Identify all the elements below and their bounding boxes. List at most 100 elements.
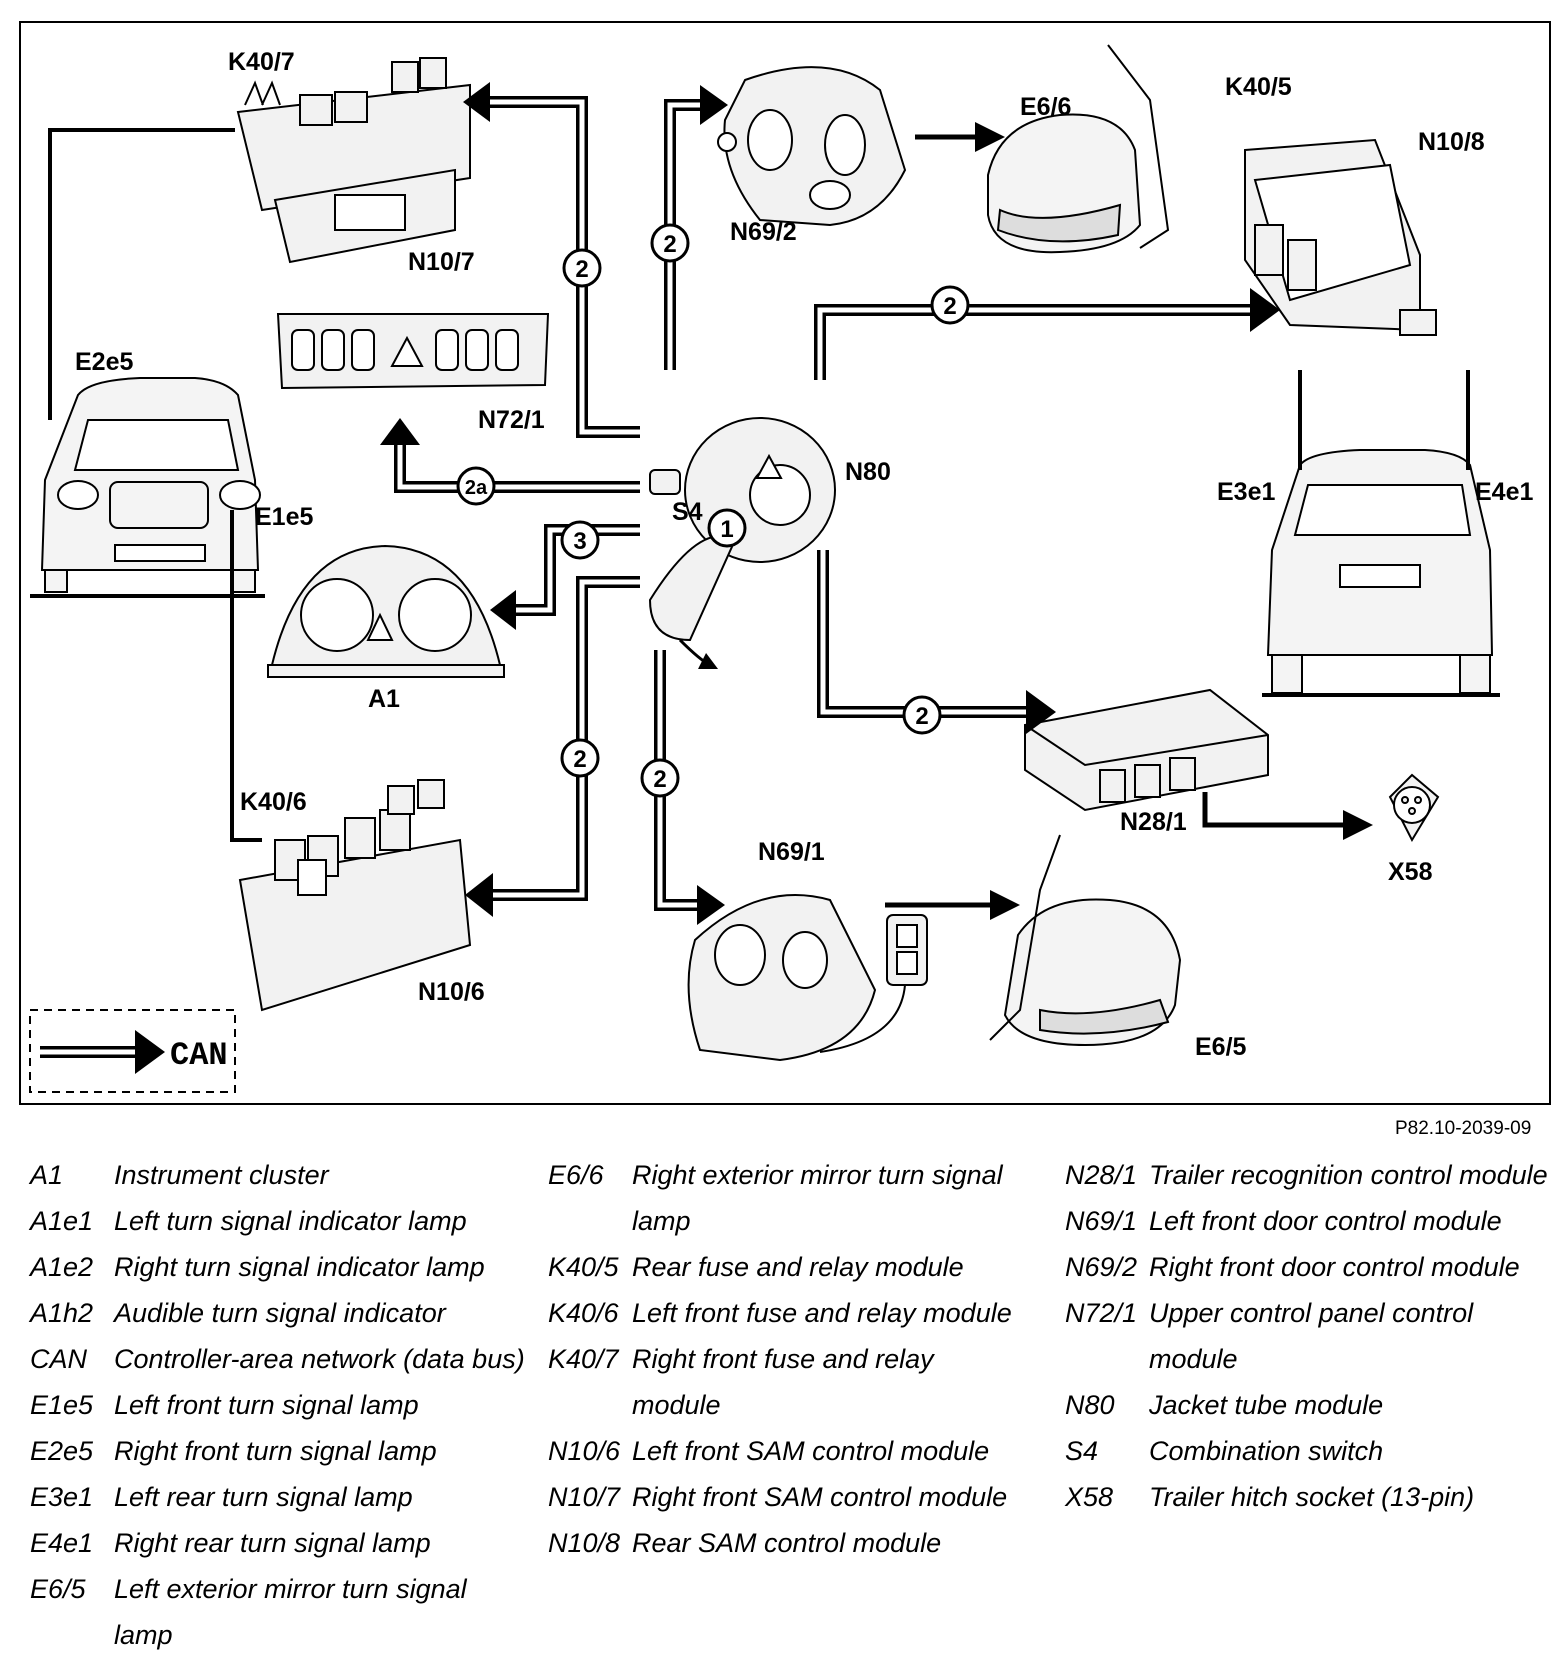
legend-code: N10/7 [548, 1482, 621, 1512]
label-a1: A1 [368, 685, 400, 713]
figure-reference: P82.10-2039-09 [1395, 1118, 1532, 1139]
label-e3e1: E3e1 [1217, 478, 1275, 506]
legend-code: E4e1 [30, 1528, 94, 1558]
label-k40-7: K40/7 [228, 48, 295, 76]
legend-description: Right front SAM control module [632, 1482, 1008, 1512]
label-n72-1: N72/1 [478, 406, 545, 434]
legend-row: E2e5 Right front turn signal lamp [30, 1428, 530, 1474]
legend-code: E1e5 [30, 1390, 94, 1420]
legend-code: N72/1 [1065, 1298, 1138, 1328]
wire-lines [48, 128, 1470, 842]
marker-group: 2 2 2 2a 3 1 2 2 2 [456, 223, 970, 798]
legend-column-2: E6/6 Right exterior mirror turn signal la… [548, 1152, 1018, 1566]
legend-row: N80 Jacket tube module [1065, 1382, 1555, 1428]
label-e6-6: E6/6 [1020, 93, 1071, 121]
legend-description: Left front turn signal lamp [114, 1390, 419, 1420]
legend-description: Right rear turn signal lamp [114, 1528, 431, 1558]
legend-code: K40/5 [548, 1252, 619, 1282]
legend-code: S4 [1065, 1436, 1099, 1466]
marker-3: 3 [573, 528, 586, 555]
can-legend-label: CAN [170, 1037, 228, 1074]
legend-code: K40/6 [548, 1298, 619, 1328]
legend-description: Right front fuse and relay module [632, 1344, 934, 1420]
legend-description: Right front turn signal lamp [114, 1436, 437, 1466]
legend-code: E6/6 [548, 1160, 604, 1190]
wiring-diagram: 2 2 2 2a 3 1 2 2 2 K40/7 N10/7 N72/1 E2e… [19, 21, 1551, 1105]
front-car-drawing [30, 377, 265, 598]
legend-code: N28/1 [1065, 1160, 1138, 1190]
legend-code: A1e1 [30, 1206, 94, 1236]
legend-description: Audible turn signal indicator [114, 1298, 446, 1328]
upper-control-panel-drawing [276, 313, 550, 390]
label-e2e5: E2e5 [75, 348, 133, 376]
legend-row: E3e1 Left rear turn signal lamp [30, 1474, 530, 1520]
legend-row: N10/6 Left front SAM control module [548, 1428, 1018, 1474]
rear-sam-module-drawing [1244, 138, 1437, 336]
left-door-module-drawing [687, 894, 928, 1062]
marker-2: 2 [663, 231, 676, 258]
legend-description: Trailer hitch socket (13-pin) [1149, 1482, 1475, 1512]
legend-code: E3e1 [30, 1482, 94, 1512]
legend-description: Upper control panel control module [1149, 1298, 1474, 1374]
label-e4e1: E4e1 [1475, 478, 1533, 506]
label-k40-6: K40/6 [240, 788, 307, 816]
can-arrowheads [380, 82, 1280, 925]
marker-1: 1 [720, 516, 733, 543]
marker-2: 2 [575, 256, 588, 283]
marker-2: 2 [573, 746, 586, 773]
legend-code: N69/1 [1065, 1206, 1138, 1236]
label-n69-2: N69/2 [730, 218, 797, 246]
label-n10-6: N10/6 [418, 978, 485, 1006]
legend-row: E6/6 Right exterior mirror turn signal la… [548, 1152, 1018, 1244]
left-mirror-drawing [989, 834, 1182, 1047]
legend-code: N10/6 [548, 1436, 621, 1466]
marker-2: 2 [653, 766, 666, 793]
label-s4: S4 [672, 498, 703, 526]
label-k40-5: K40/5 [1225, 73, 1292, 101]
legend-code: A1e2 [30, 1252, 94, 1282]
legend-description: Right front door control module [1149, 1252, 1520, 1282]
can-legend-box: CAN [29, 1009, 236, 1093]
legend-description: Rear SAM control module [632, 1528, 942, 1558]
label-n10-8: N10/8 [1418, 128, 1485, 156]
legend-description: Controller-area network (data bus) [114, 1344, 525, 1374]
combination-switch-drawing [648, 417, 836, 670]
legend-code: N80 [1065, 1390, 1115, 1420]
arrow-lines [885, 122, 1373, 920]
legend-description: Left rear turn signal lamp [114, 1482, 413, 1512]
right-mirror-drawing [987, 44, 1170, 254]
legend-row: N72/1 Upper control panel control module [1065, 1290, 1555, 1382]
right-door-module-drawing [717, 66, 907, 227]
marker-2: 2 [915, 703, 928, 730]
label-x58: X58 [1388, 858, 1433, 886]
legend-description: Left exterior mirror turn signal lamp [114, 1574, 467, 1650]
legend-description: Jacket tube module [1149, 1390, 1384, 1420]
legend-row: E1e5 Left front turn signal lamp [30, 1382, 530, 1428]
legend-description: Instrument cluster [114, 1160, 329, 1190]
legend-description: Left front SAM control module [632, 1436, 990, 1466]
legend-row: N10/7 Right front SAM control module [548, 1474, 1018, 1520]
component-labels: K40/7 N10/7 N72/1 E2e5 E1e5 A1 K40/6 N10… [75, 48, 1533, 1061]
legend-description: Trailer recognition control module [1149, 1160, 1548, 1190]
legend-row: N28/1 Trailer recognition control module [1065, 1152, 1555, 1198]
right-front-sam-module-drawing [236, 57, 471, 264]
marker-2: 2 [943, 293, 956, 320]
legend-description: Left front fuse and relay module [632, 1298, 1012, 1328]
legend-description: Right exterior mirror turn signal lamp [632, 1160, 1003, 1236]
legend-code: X58 [1065, 1482, 1114, 1512]
label-n80: N80 [845, 458, 891, 486]
trailer-module-drawing [1024, 688, 1269, 812]
legend-row: X58 Trailer hitch socket (13-pin) [1065, 1474, 1555, 1520]
legend-code: E2e5 [30, 1436, 94, 1466]
label-n28-1: N28/1 [1120, 808, 1187, 836]
